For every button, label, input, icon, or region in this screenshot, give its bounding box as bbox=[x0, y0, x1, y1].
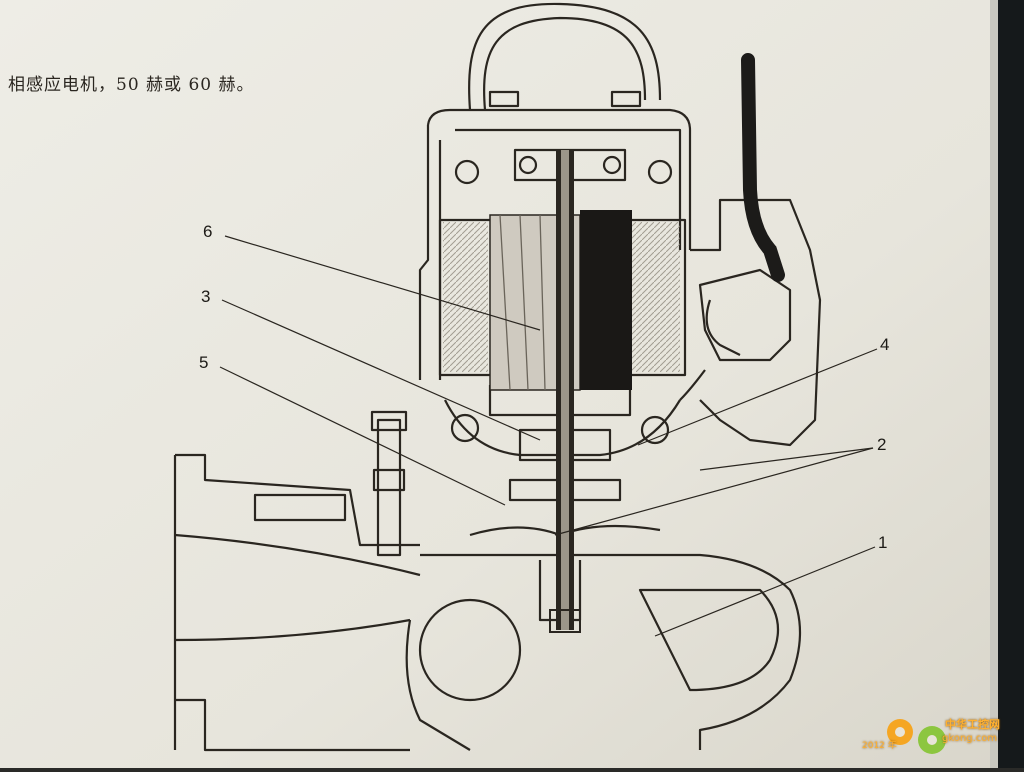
paper-edge bbox=[990, 0, 998, 768]
callout-label-1: 1 bbox=[878, 533, 888, 552]
callout-label-3: 3 bbox=[201, 287, 211, 306]
leader-6 bbox=[224, 235, 541, 331]
callout-label-2: 2 bbox=[877, 435, 887, 454]
callout-label-5: 5 bbox=[199, 353, 209, 372]
cable-wire-a bbox=[705, 299, 741, 356]
upper-bearing-ball-left bbox=[518, 155, 538, 175]
motor-housing-left bbox=[418, 125, 430, 380]
handle-clamp-right bbox=[610, 90, 642, 108]
cooling-channel-right-top bbox=[647, 159, 673, 185]
leader-4 bbox=[637, 348, 878, 446]
lifting-handle bbox=[468, 2, 662, 111]
anchor-bolt-head bbox=[370, 410, 408, 432]
cooling-channel-right-bottom bbox=[640, 415, 670, 445]
cable-wire-b bbox=[679, 369, 706, 401]
header-text: 相感应电机，50 赫或 60 赫。 bbox=[8, 75, 255, 95]
leader-2b bbox=[554, 447, 874, 536]
base-flange-bottom bbox=[175, 698, 410, 752]
volute-passage-right bbox=[638, 588, 780, 692]
flange-bolt-slot bbox=[253, 493, 347, 522]
callout-label-4: 4 bbox=[880, 335, 890, 354]
discharge-flange-top bbox=[175, 453, 420, 547]
leader-1 bbox=[654, 546, 876, 637]
cable-junction-inner bbox=[698, 268, 792, 362]
watermark-timestamp: 2012 年 bbox=[862, 741, 897, 751]
watermark-logo bbox=[887, 719, 946, 754]
volute-outer bbox=[420, 553, 802, 750]
volute-left-wall bbox=[405, 619, 471, 751]
lifting-handle-inner bbox=[483, 16, 647, 111]
watermark-brand: 中华工控网 bbox=[945, 718, 1000, 731]
anchor-bolt-nut bbox=[372, 468, 406, 492]
leader-2a bbox=[699, 447, 874, 471]
discharge-channel-top bbox=[174, 533, 421, 577]
leader-3 bbox=[221, 299, 541, 441]
motor-housing-inner-top bbox=[455, 128, 682, 250]
motor-housing-top bbox=[426, 108, 692, 250]
motor-shaft bbox=[549, 150, 581, 633]
watermark-domain: gkong.com bbox=[942, 733, 998, 744]
cooling-channel-left-top bbox=[454, 159, 480, 185]
handle-clamp-left bbox=[488, 90, 520, 108]
anchor-bolt bbox=[376, 418, 402, 557]
junction-box bbox=[690, 198, 822, 447]
callout-label-6: 6 bbox=[203, 222, 213, 241]
right-dark-border bbox=[996, 0, 1024, 768]
volute-passage-left bbox=[418, 598, 522, 702]
callout-leaders bbox=[219, 235, 878, 637]
discharge-channel-bottom bbox=[174, 618, 411, 642]
power-cable bbox=[741, 53, 785, 282]
cooling-channel-left-bottom bbox=[450, 413, 480, 443]
leader-5 bbox=[219, 366, 506, 506]
upper-bearing-ball-right bbox=[602, 155, 622, 175]
